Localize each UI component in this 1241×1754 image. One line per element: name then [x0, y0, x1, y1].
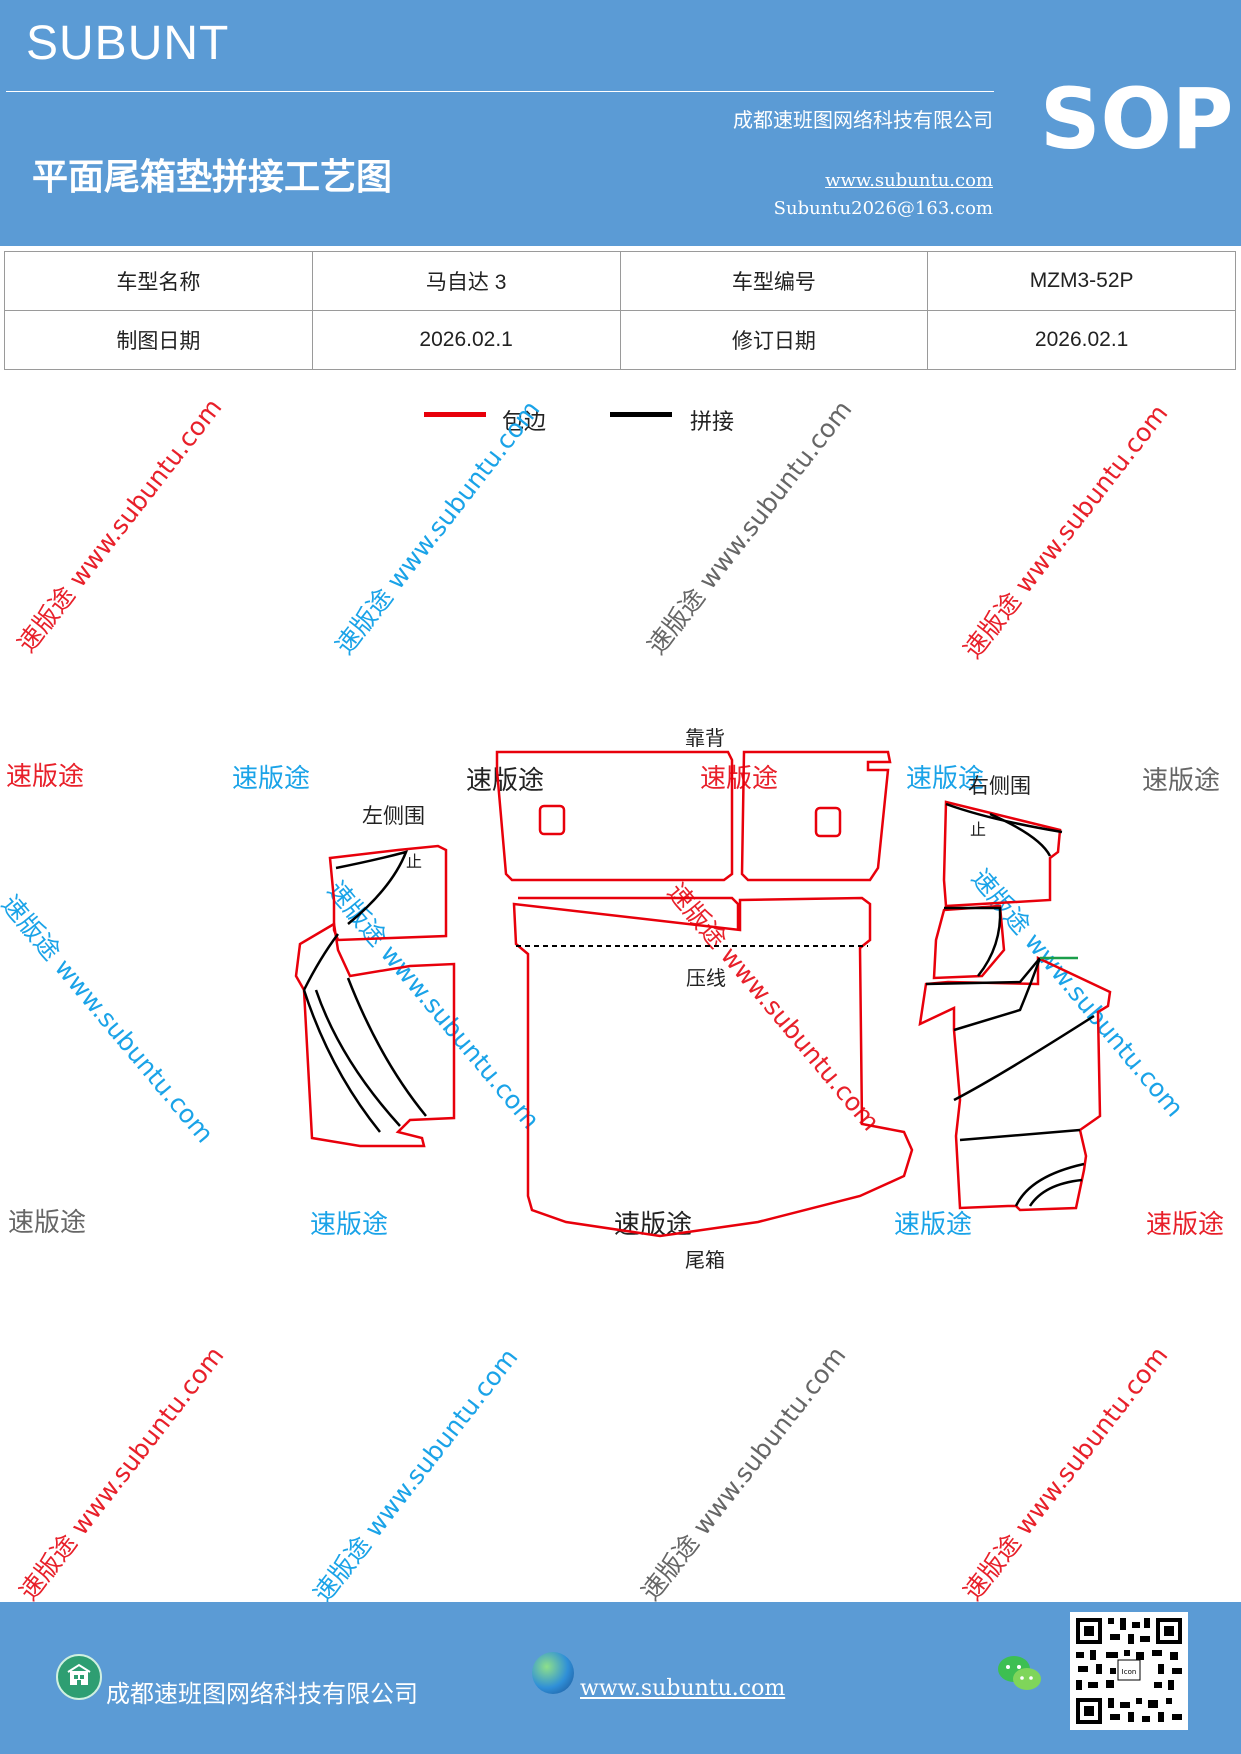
model-code-value: MZM3-52P — [927, 251, 1236, 311]
watermark-short: 速版途 — [310, 1210, 389, 1240]
backrest-left-hole — [538, 804, 566, 836]
legend-label-edging: 包边 — [502, 410, 547, 435]
model-name-label: 车型名称 — [4, 251, 313, 311]
page-title: 平面尾箱垫拼接工艺图 — [32, 157, 393, 198]
header-divider — [6, 91, 994, 92]
model-code-label: 车型编号 — [619, 251, 929, 311]
right-splice-line — [925, 957, 1041, 986]
header-email[interactable]: Subuntu2026@163.com — [773, 198, 993, 219]
label-stop-right: 止 — [970, 820, 987, 839]
backrest-left-panel — [495, 750, 734, 882]
watermark-short: 速版途 — [232, 764, 311, 794]
left-splice-line — [314, 989, 401, 1127]
left-side-panel — [294, 921, 456, 1148]
draw-date-label: 制图日期 — [4, 310, 313, 370]
footer-company: 成都速班图网络科技有限公司 — [106, 1680, 418, 1708]
right-splice-line — [959, 1128, 1081, 1142]
sop-badge: SOP — [1040, 70, 1234, 168]
legend-label-splice: 拼接 — [690, 410, 735, 435]
brand-name: SUBUNT — [26, 17, 230, 70]
right-splice-line — [953, 957, 1042, 1032]
watermark-short: 速版途 — [8, 1208, 87, 1238]
label-stop-left: 止 — [406, 852, 423, 871]
footer-url-link[interactable]: www.subuntu.com — [580, 1676, 786, 1701]
left-splice-line — [335, 850, 409, 925]
qr-code: Icon — [1070, 1612, 1188, 1730]
header-url-link[interactable]: www.subuntu.com — [825, 170, 993, 191]
right-splice-line — [1028, 1178, 1083, 1207]
legend: 包边 拼接 — [0, 404, 1241, 435]
header-company: 成都速班图网络科技有限公司 — [733, 108, 993, 132]
footer-banner: 成都速班图网络科技有限公司 www.subuntu.com — [0, 1602, 1241, 1754]
right-splice-line — [945, 802, 1063, 834]
left-splice-line — [346, 977, 427, 1117]
right-splice-line — [953, 1014, 1095, 1102]
draw-date-value: 2026.02.1 — [311, 310, 621, 370]
label-press-line: 压线 — [686, 966, 726, 990]
revise-date-value: 2026.02.1 — [927, 310, 1236, 370]
right-splice-line — [944, 906, 1002, 977]
table-row: 制图日期 2026.02.1 修订日期 2026.02.1 — [4, 310, 1236, 370]
revise-date-label: 修订日期 — [619, 310, 929, 370]
right-side-panel — [918, 956, 1112, 1212]
table-row: 车型名称 马自达 3 车型编号 MZM3-52P — [4, 251, 1236, 311]
watermark-short: 速版途 — [466, 766, 545, 796]
left-side-panel — [328, 844, 448, 942]
watermark-short: 速版途 — [906, 764, 985, 794]
right-splice-line — [1014, 1162, 1085, 1207]
watermark-short: 速版途 — [700, 764, 779, 794]
globe-icon — [532, 1652, 574, 1694]
left-splice-line — [302, 933, 340, 991]
watermark-short: 速版途 — [894, 1210, 973, 1240]
watermark-short: 速版途 — [6, 762, 85, 792]
right-side-panel — [932, 904, 1006, 980]
model-name-value: 马自达 3 — [311, 251, 621, 311]
header-banner: SUBUNT 成都速班图网络科技有限公司 平面尾箱垫拼接工艺图 www.subu… — [0, 0, 1241, 246]
label-right-side: 右侧围 — [968, 774, 1031, 798]
label-backrest: 靠背 — [685, 726, 725, 750]
home-icon — [56, 1654, 102, 1700]
right-splice-line — [989, 812, 1052, 857]
backrest-right-hole — [814, 806, 842, 838]
trunk-floor-panel — [512, 896, 914, 1238]
vehicle-info-table: 车型名称 马自达 3 车型编号 MZM3-52P 制图日期 2026.02.1 … — [4, 251, 1236, 370]
legend-swatch-splice — [610, 412, 672, 417]
wechat-icon[interactable] — [996, 1652, 1044, 1696]
label-left-side: 左侧围 — [362, 804, 425, 828]
svg-text:Icon: Icon — [1122, 1668, 1137, 1676]
right-side-panel — [942, 800, 1062, 908]
watermark-short: 速版途 — [1146, 1210, 1225, 1240]
watermark-short: 速版途 — [1142, 766, 1221, 796]
legend-swatch-edging — [424, 412, 486, 417]
backrest-right-panel — [740, 750, 892, 882]
left-splice-line — [302, 989, 381, 1133]
label-trunk: 尾箱 — [685, 1248, 725, 1272]
